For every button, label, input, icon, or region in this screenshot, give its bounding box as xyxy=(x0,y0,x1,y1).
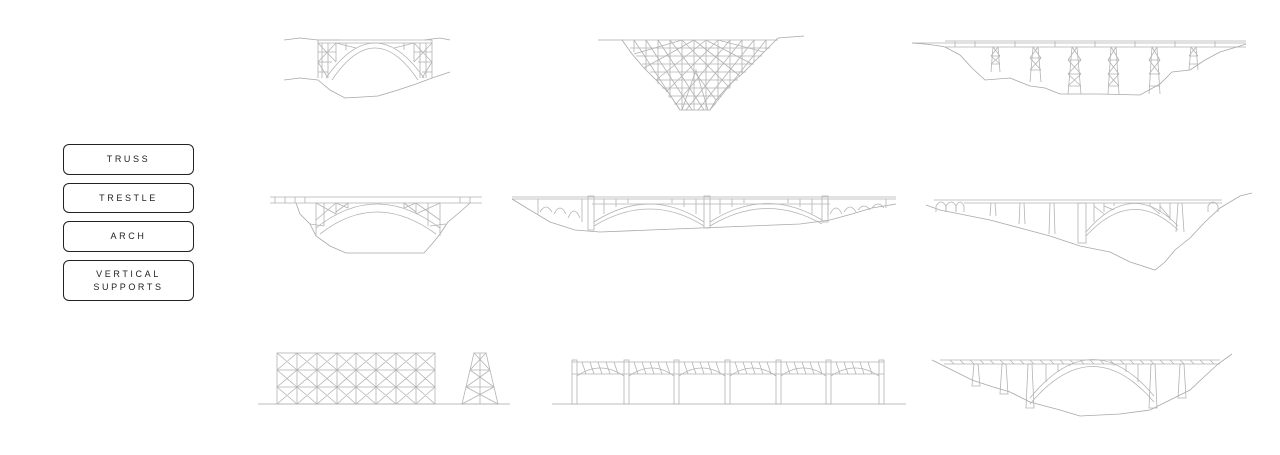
arch-filter-label: ARCH xyxy=(110,231,147,241)
bridge-9-arch-with-piers[interactable] xyxy=(931,353,1233,417)
vertical-supports-filter-button[interactable]: VERTICAL SUPPORTS xyxy=(63,260,194,301)
bridge-3-towers xyxy=(990,46,1199,95)
bridge-7-tower xyxy=(461,352,499,405)
bridge-9-piers xyxy=(971,363,1187,409)
bridge-8-piers xyxy=(571,359,885,405)
bridge-6-piers xyxy=(989,202,1185,244)
bridge-2-truss-grid xyxy=(630,39,770,111)
bridge-8-multi-arch-truss[interactable] xyxy=(552,359,906,405)
truss-filter-label: TRUSS xyxy=(106,154,151,164)
truss-filter-button[interactable]: TRUSS xyxy=(63,144,194,175)
bridge-4-truss-members xyxy=(274,197,471,236)
bridge-4-truss-arch-deck[interactable] xyxy=(270,196,482,254)
bridge-9-deck-truss xyxy=(949,359,1215,365)
bridge-6-arch-with-piers[interactable] xyxy=(925,192,1253,271)
bridge-7-scaffold-grid xyxy=(276,352,436,405)
bridge-5-main-arches xyxy=(587,195,829,231)
vertical-supports-filter-label: VERTICAL SUPPORTS xyxy=(93,268,164,292)
bridge-6-approach-arches xyxy=(935,201,1219,212)
bridge-1-truss-members xyxy=(317,42,433,79)
bridge-5-twin-arch[interactable] xyxy=(511,195,897,233)
bridge-1-truss-arch[interactable] xyxy=(283,37,451,99)
bridge-8-arches xyxy=(576,361,880,377)
filter-menu: TRUSS TRESTLE ARCH VERTICAL SUPPORTS xyxy=(63,144,194,309)
trestle-filter-label: TRESTLE xyxy=(99,192,158,203)
bridge-9-arch-spandrels xyxy=(1045,364,1139,382)
bridge-2-truss-viaduct[interactable] xyxy=(598,35,805,111)
bridge-3-trestle-deck-truss xyxy=(954,41,1216,47)
bridge-3-trestle[interactable] xyxy=(911,40,1247,96)
trestle-filter-button[interactable]: TRESTLE xyxy=(63,183,194,213)
arch-filter-button[interactable]: ARCH xyxy=(63,221,194,252)
bridge-7-scaffold-trestle[interactable] xyxy=(258,352,510,405)
bridge-6-arch-spandrels xyxy=(1093,203,1171,222)
